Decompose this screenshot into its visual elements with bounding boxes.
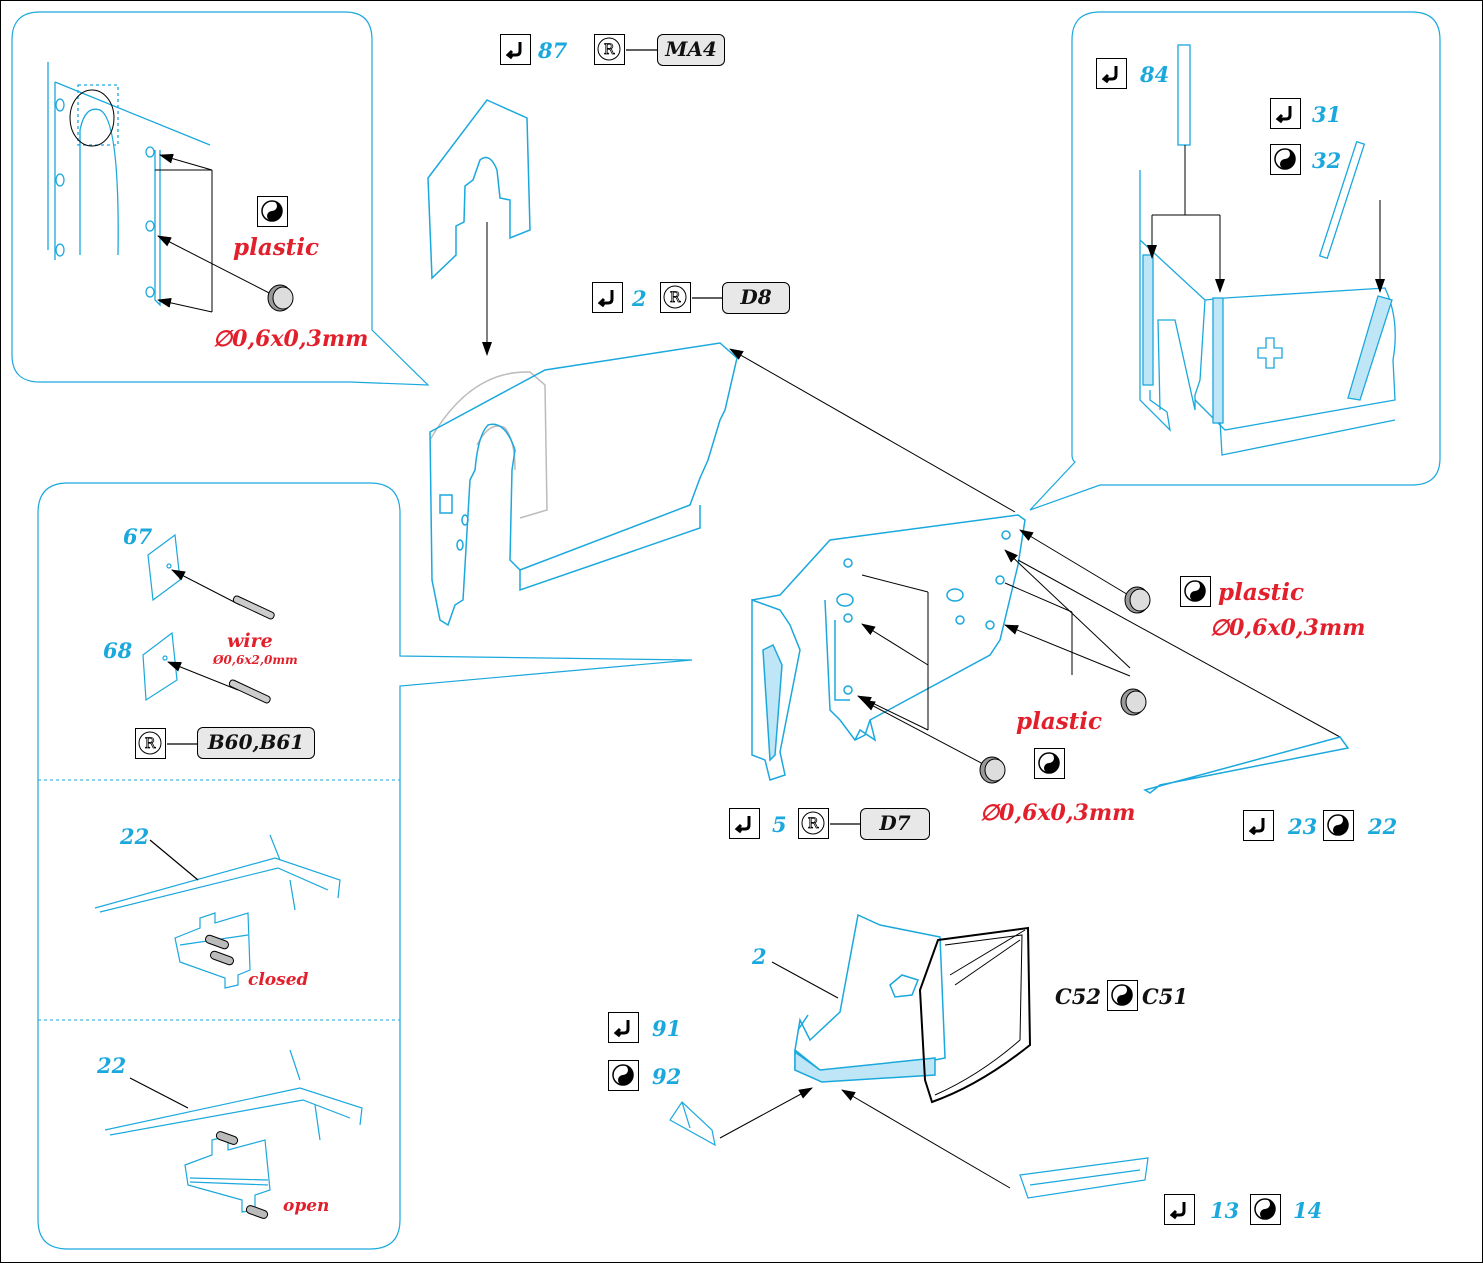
resin-icon: R bbox=[660, 282, 691, 313]
ref-d8: D8 bbox=[722, 282, 790, 314]
detail-bubble-top-right bbox=[1029, 11, 1441, 511]
bottom-assembly bbox=[771, 913, 1032, 1104]
part-number-2: 2 bbox=[632, 286, 647, 311]
svg-text:R: R bbox=[604, 42, 615, 58]
note-wire: wire bbox=[227, 630, 273, 652]
part-number-5: 5 bbox=[772, 812, 787, 837]
alternative-icon bbox=[257, 196, 288, 227]
part-number-31: 31 bbox=[1312, 102, 1342, 127]
hatch-open bbox=[104, 1049, 363, 1213]
detail-panel-left bbox=[37, 482, 693, 1250]
part-number-92: 92 bbox=[652, 1064, 682, 1089]
wire-pins bbox=[228, 595, 275, 704]
part-67-68 bbox=[142, 533, 181, 702]
hatch-closed bbox=[94, 834, 341, 989]
note-closed: closed bbox=[248, 970, 309, 990]
part-91-92 bbox=[669, 1101, 716, 1147]
part-number-87: 87 bbox=[538, 38, 568, 63]
part-number-32: 32 bbox=[1312, 148, 1342, 173]
part-number-67: 67 bbox=[123, 524, 153, 549]
part-c52: C52 bbox=[1055, 984, 1101, 1009]
plastic-rod-1 bbox=[267, 284, 294, 312]
part-23 bbox=[1143, 736, 1350, 794]
note-dimension: ∅0,6x0,3mm bbox=[213, 326, 369, 352]
detail-bubble-top-left bbox=[11, 11, 430, 386]
part-number-22: 22 bbox=[1368, 814, 1398, 839]
part-number-68: 68 bbox=[103, 638, 133, 663]
part-c51: C51 bbox=[1142, 984, 1188, 1009]
note-open: open bbox=[283, 1196, 330, 1216]
fold-icon bbox=[1164, 1194, 1195, 1225]
resin-icon: R bbox=[594, 34, 625, 65]
svg-text:R: R bbox=[808, 816, 819, 832]
ref-b60-b61: B60,B61 bbox=[197, 727, 315, 759]
fold-icon bbox=[592, 282, 623, 313]
alternative-icon bbox=[1034, 748, 1065, 779]
fold-icon bbox=[1243, 810, 1274, 841]
alternative-icon bbox=[1107, 980, 1138, 1011]
alternative-icon bbox=[1270, 144, 1301, 175]
note-plastic: plastic bbox=[1016, 708, 1103, 735]
alternative-icon bbox=[1180, 576, 1211, 607]
part-number-2-bottom: 2 bbox=[752, 944, 767, 969]
note-plastic: plastic bbox=[1218, 579, 1305, 606]
part-number-91: 91 bbox=[652, 1016, 682, 1041]
detail-drawing-strips bbox=[1139, 44, 1396, 456]
ref-d7: D7 bbox=[860, 808, 930, 840]
part-number-14: 14 bbox=[1293, 1198, 1323, 1223]
part-number-23: 23 bbox=[1288, 814, 1318, 839]
alternative-icon bbox=[608, 1060, 639, 1091]
part-number-13: 13 bbox=[1210, 1198, 1240, 1223]
note-dimension: ∅0,6x0,3mm bbox=[980, 800, 1136, 826]
fold-icon bbox=[1270, 98, 1301, 129]
part-13-14 bbox=[1019, 1157, 1149, 1199]
fold-icon bbox=[729, 808, 760, 839]
note-plastic: plastic bbox=[233, 234, 320, 261]
detail-drawing-pins bbox=[47, 62, 211, 307]
resin-icon: R bbox=[798, 808, 829, 839]
resin-icon: R bbox=[135, 728, 166, 759]
note-dimension: ∅0,6x0,3mm bbox=[1210, 615, 1366, 641]
part-number-84: 84 bbox=[1140, 62, 1170, 87]
svg-text:R: R bbox=[670, 290, 681, 306]
alternative-icon bbox=[1323, 810, 1354, 841]
svg-text:R: R bbox=[145, 736, 156, 752]
note-wire-dimension: Ø0,6x2,0mm bbox=[213, 653, 298, 667]
part-number-22-closed: 22 bbox=[120, 824, 150, 849]
part-number-22-open: 22 bbox=[97, 1053, 127, 1078]
main-hull-upper bbox=[429, 342, 738, 627]
fold-icon bbox=[608, 1012, 639, 1043]
alternative-icon bbox=[1250, 1194, 1281, 1225]
part-87 bbox=[427, 99, 531, 280]
plastic-rods-middle bbox=[979, 586, 1151, 784]
fold-icon bbox=[500, 34, 531, 65]
main-hull-middle bbox=[751, 514, 1026, 781]
ref-ma4: MA4 bbox=[657, 34, 725, 66]
fold-icon bbox=[1096, 58, 1127, 89]
